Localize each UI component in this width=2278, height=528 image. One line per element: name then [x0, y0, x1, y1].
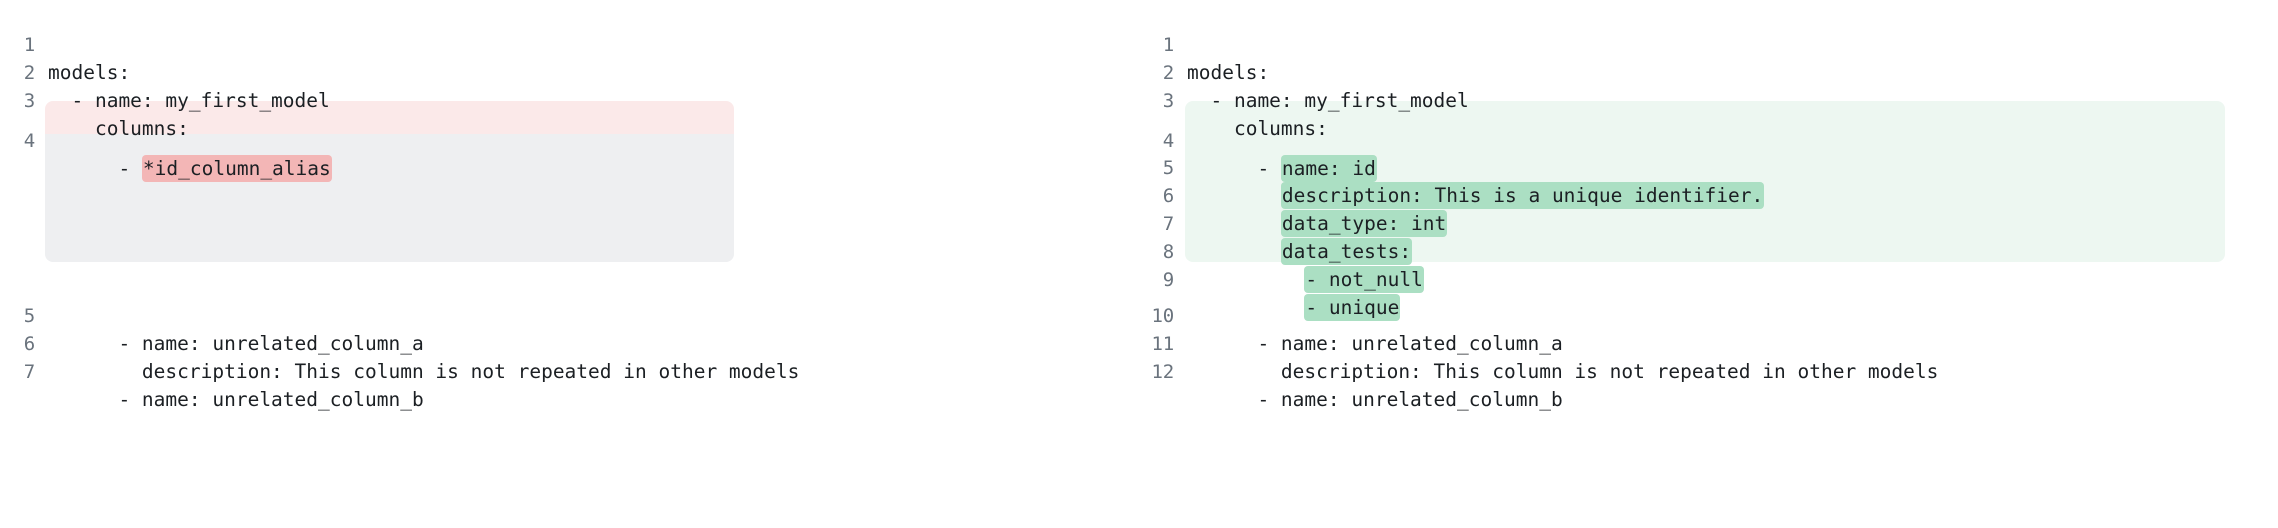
diff-line[interactable]: 3 columns: — [0, 61, 189, 140]
line-number: 11 — [1151, 333, 1175, 355]
diff-line[interactable]: 6 description: This column is not repeat… — [0, 304, 800, 383]
removed-token: *id_column_alias — [141, 155, 332, 182]
line-number: 12 — [1151, 361, 1175, 383]
line-code: - name: unrelated_column_b — [48, 388, 424, 411]
removed-line-highlight — [45, 101, 734, 134]
line-code: models: — [1187, 61, 1270, 84]
line-code: - name: unrelated_column_b — [1187, 388, 1563, 411]
line-code: description: This column is not repeated… — [1187, 360, 1939, 383]
line-code: - name: my_first_model — [1187, 89, 1469, 112]
line-number: 1 — [1162, 34, 1174, 56]
line-number: 9 — [1162, 269, 1174, 291]
diff-pane-after: 1 models: 2 - name: my_first_model 3 col… — [1139, 0, 2278, 528]
diff-pane-before: 1 models: 2 - name: my_first_model 3 col… — [0, 5, 800, 411]
line-code: columns: — [1187, 117, 1328, 140]
diff-line[interactable]: 7 - name: unrelated_column_b — [0, 332, 424, 411]
diff-line-removed[interactable]: 4 - *id_column_alias — [0, 101, 332, 182]
diff-line[interactable]: 5 - name: unrelated_column_a — [0, 276, 424, 355]
line-code: description: This is a unique identifier… — [1187, 182, 1765, 209]
diff-line[interactable]: 10 - name: unrelated_column_a — [1139, 276, 1563, 355]
diff-line[interactable]: 11 description: This column is not repea… — [1139, 304, 1939, 383]
line-number: 6 — [1162, 185, 1174, 207]
line-code: - name: my_first_model — [48, 89, 330, 112]
line-code: - unique — [1187, 294, 1401, 321]
line-number: 5 — [1162, 157, 1174, 179]
line-number: 6 — [23, 333, 35, 355]
line-number: 10 — [1151, 305, 1175, 327]
line-code-prefix: - — [48, 157, 142, 180]
diff-line[interactable]: 3 columns: — [1139, 61, 1328, 140]
diff-line-added[interactable]: 4 - name: id — [1139, 101, 1377, 182]
added-token: name: id — [1280, 155, 1377, 182]
diff-line[interactable]: 2 - name: my_first_model — [1139, 33, 1469, 112]
line-code-prefix: - — [1187, 157, 1281, 180]
diff-line-added[interactable]: 5 description: This is a unique identifi… — [1139, 128, 1765, 209]
line-number: 8 — [1162, 241, 1174, 263]
line-code: data_type: int — [1187, 210, 1448, 237]
added-token: description: This is a unique identifier… — [1280, 182, 1765, 209]
line-code: - not_null — [1187, 266, 1424, 293]
line-number: 2 — [1162, 62, 1174, 84]
diff-line-added[interactable]: 6 data_type: int — [1139, 156, 1448, 237]
line-number: 4 — [23, 130, 35, 152]
line-number: 1 — [23, 34, 35, 56]
diff-line[interactable]: 1 models: — [1139, 5, 1269, 84]
line-code: - name: unrelated_column_a — [48, 332, 424, 355]
line-number: 7 — [1162, 213, 1174, 235]
line-code: - name: id — [1187, 155, 1377, 182]
removed-filler-block — [45, 134, 734, 262]
line-code: columns: — [48, 117, 189, 140]
added-token: data_type: int — [1280, 210, 1448, 237]
diff-line[interactable]: 2 - name: my_first_model — [0, 33, 330, 112]
line-number: 3 — [1162, 90, 1174, 112]
line-code: description: This column is not repeated… — [48, 360, 800, 383]
diff-line[interactable]: 1 models: — [0, 5, 130, 84]
line-code: - *id_column_alias — [48, 155, 332, 182]
line-number: 3 — [23, 90, 35, 112]
added-token: data_tests: — [1280, 238, 1413, 265]
line-code: models: — [48, 61, 131, 84]
line-code: - name: unrelated_column_a — [1187, 332, 1563, 355]
diff-line[interactable]: 12 - name: unrelated_column_b — [1139, 332, 1563, 411]
added-token: - unique — [1304, 294, 1401, 321]
diff-line-added[interactable]: 7 data_tests: — [1139, 184, 1413, 265]
diff-line-added[interactable]: 9 - unique — [1139, 240, 1401, 321]
diff-line-added[interactable]: 8 - not_null — [1139, 212, 1424, 293]
added-token: - not_null — [1304, 266, 1424, 293]
line-number: 2 — [23, 62, 35, 84]
line-code: data_tests: — [1187, 238, 1413, 265]
line-number: 4 — [1162, 130, 1174, 152]
line-number: 5 — [23, 305, 35, 327]
line-number: 7 — [23, 361, 35, 383]
